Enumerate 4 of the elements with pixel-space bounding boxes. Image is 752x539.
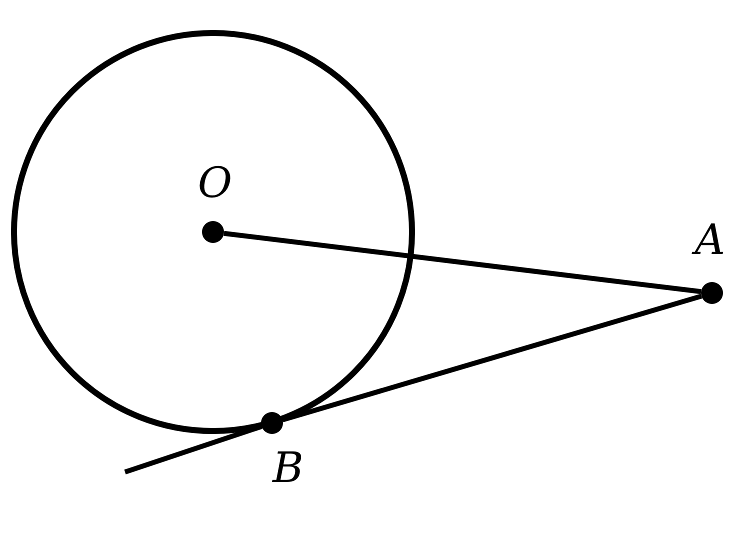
line-segment: [224, 230, 702, 294]
point-label: O: [198, 160, 232, 206]
line-segment: [282, 294, 702, 422]
point-label: B: [272, 445, 304, 491]
